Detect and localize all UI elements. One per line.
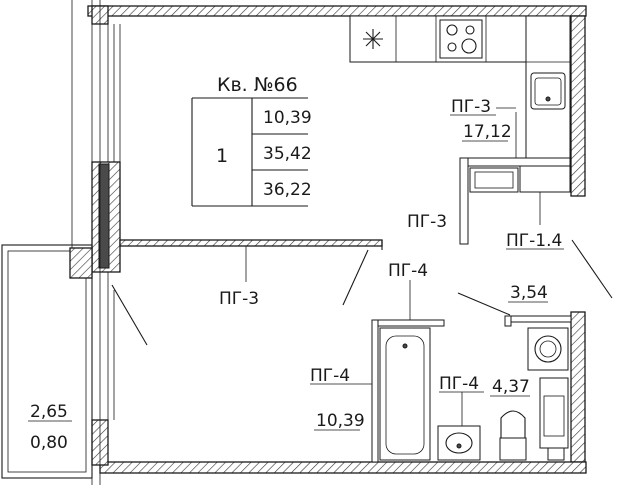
partition-kitchen-niche (459, 157, 571, 167)
toilet-icon (499, 410, 527, 461)
apartment-info: Кв. №66 1 10,39 35,42 36,22 (191, 74, 312, 207)
stove-icon (439, 19, 483, 59)
label-pg3-kitchen: ПГ-3 (451, 97, 491, 117)
partition-kitchen-niche-vert (459, 157, 469, 245)
area-total-balcony: 36,22 (263, 180, 312, 200)
area-balcony-main: 2,65 (30, 402, 68, 422)
shelf-icon (539, 377, 569, 461)
washer-icon (527, 327, 569, 371)
label-pg4-bath: ПГ-4 (439, 374, 479, 394)
burner-icon (363, 29, 383, 49)
label-pg3-room: ПГ-3 (219, 289, 259, 309)
sink-icon (530, 72, 566, 110)
label-pg4-left: ПГ-4 (310, 366, 350, 386)
interior-partitions (111, 157, 613, 463)
partition-hall-top (504, 315, 572, 323)
area-living: 10,39 (263, 108, 312, 128)
wall-top (87, 5, 587, 17)
area-hall: 3,54 (510, 283, 548, 303)
label-pg3-hall: ПГ-3 (407, 212, 447, 232)
area-total: 35,42 (263, 144, 312, 164)
washbasin-icon (437, 425, 481, 461)
room-area-labels: 17,12 3,54 4,37 10,39 2,65 0,80 (28, 122, 548, 453)
partition-bath-top (371, 319, 445, 327)
room-count: 1 (216, 145, 228, 167)
area-bath: 4,37 (492, 377, 530, 397)
area-living-room: 10,39 (316, 411, 365, 431)
partition-room (119, 239, 383, 247)
partition-labels: ПГ-3 ПГ-3 ПГ-1.4 ПГ-3 ПГ-4 ПГ-4 ПГ-4 (219, 97, 564, 426)
wall-bottom (99, 461, 587, 474)
bathtub-icon (379, 327, 431, 461)
partition-bath-left (371, 319, 379, 463)
radiator-icon (469, 167, 519, 193)
label-pg14: ПГ-1.4 (506, 231, 562, 251)
wall-right-upper (570, 15, 586, 197)
wall-left-core (98, 163, 110, 269)
area-kitchen: 17,12 (463, 122, 512, 142)
wall-right-lower (570, 311, 586, 463)
balcony (1, 244, 93, 479)
label-pg4-top: ПГ-4 (388, 261, 428, 281)
area-balcony-coef: 0,80 (30, 433, 68, 453)
apartment-title: Кв. №66 (217, 74, 298, 96)
